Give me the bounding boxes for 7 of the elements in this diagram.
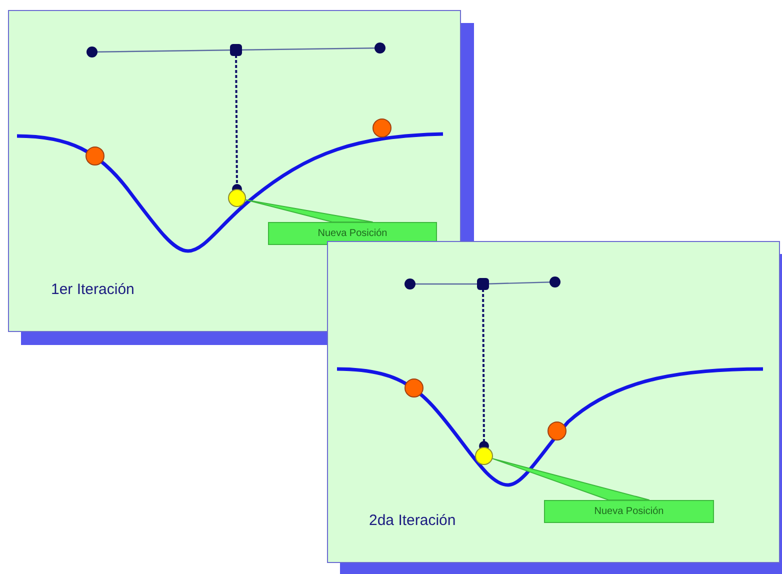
iteration-label: 1er Iteración <box>51 281 134 298</box>
position-marker <box>228 189 246 207</box>
position-marker <box>475 447 493 465</box>
callout-box: Nueva Posición <box>544 500 714 523</box>
callout-pointer <box>492 458 650 500</box>
callout-pointer <box>245 199 374 222</box>
iteration-label: 2da Iteración <box>369 512 456 529</box>
